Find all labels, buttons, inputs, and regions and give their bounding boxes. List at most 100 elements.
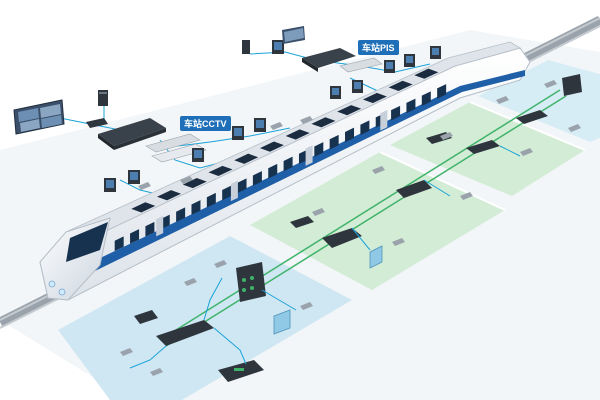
monitor-icon: [404, 54, 415, 67]
roof-solar-panel: [157, 190, 182, 201]
camera-icon: [440, 132, 453, 140]
trackside-devices: [120, 74, 582, 382]
core-switch-icon: [302, 48, 356, 72]
zone-divider: [469, 101, 586, 151]
camera-icon: [270, 122, 283, 130]
roof-solar-panel: [362, 92, 387, 104]
nvr-icon: [134, 310, 158, 324]
train-window: [268, 163, 278, 179]
train-window: [329, 134, 339, 150]
roof-solar-panel: [208, 165, 233, 177]
roof-solar-panel: [182, 177, 207, 189]
camera-icon: [184, 278, 197, 286]
camera-icon: [544, 80, 557, 88]
train-window: [237, 178, 247, 194]
roof-solar-panel: [337, 105, 362, 116]
server-icon: [98, 90, 108, 106]
onboard-switch-icon: [516, 110, 548, 124]
train-window: [252, 171, 262, 186]
display-screen-icon: [369, 245, 383, 269]
camera-icon: [568, 124, 581, 132]
camera-icon: [392, 238, 405, 246]
roof-solar-panel: [414, 68, 439, 79]
coverage-zone-mid-1: [250, 152, 505, 290]
video-wall-icon: [13, 99, 65, 135]
zone-divider: [379, 151, 506, 211]
monitor-icon: [232, 126, 244, 140]
display-screen-icon: [273, 309, 291, 335]
onboard-switch-icon: [396, 180, 432, 198]
nvr-icon: [86, 118, 108, 128]
camera-icon: [138, 182, 151, 190]
train-window: [222, 185, 232, 201]
pis-callout: 车站PIS: [358, 40, 399, 55]
camera-icon: [120, 348, 133, 356]
core-switch-icon: [98, 118, 166, 150]
control-panel-icon: [562, 74, 582, 96]
train-headlight: [48, 280, 56, 288]
monitor-icon: [104, 178, 116, 192]
trackside-cables: [129, 145, 521, 369]
train-window: [406, 98, 416, 114]
train-doors: [156, 109, 388, 237]
camera-icon: [496, 96, 509, 104]
monitor-icon: [272, 40, 284, 54]
train-window: [206, 192, 216, 208]
onboard-switch-icon: [322, 228, 362, 248]
camera-icon: [312, 208, 325, 216]
train-window: [437, 84, 447, 99]
monitor-icon: [254, 118, 266, 132]
camera-icon: [180, 176, 193, 184]
train-door: [230, 180, 238, 202]
roof-solar-panel: [388, 80, 413, 91]
train-window: [360, 120, 370, 135]
train-headlight: [58, 288, 66, 296]
onboard-switch-icon: [466, 140, 500, 154]
train-window: [314, 142, 324, 157]
train-window: [391, 105, 401, 121]
roof-solar-panels: [131, 68, 439, 213]
monitor-icon: [430, 46, 441, 59]
station-equipment: [13, 26, 441, 192]
train-door: [380, 109, 388, 131]
train-window: [176, 207, 186, 223]
camera-icon: [300, 116, 313, 124]
trackside-network-lines: [159, 89, 567, 347]
camera-icon: [300, 302, 313, 310]
patch-panel-icon: [339, 57, 383, 73]
monitor-icon: [192, 148, 204, 162]
train-window: [145, 221, 155, 237]
train-window: [421, 91, 431, 106]
roof-solar-panel: [259, 141, 284, 152]
roof-solar-panel: [131, 202, 156, 213]
train-door: [156, 215, 164, 237]
train-window: [191, 200, 201, 215]
camera-icon: [372, 166, 385, 174]
nvr-icon: [218, 360, 264, 382]
roof-solar-panel: [234, 153, 259, 164]
cctv-callout: 车站CCTV: [180, 116, 231, 131]
train-windshield: [66, 222, 108, 262]
monitor-icon: [330, 86, 341, 99]
monitor-icon: [352, 80, 363, 93]
camera-icon: [214, 260, 227, 268]
camera-icon: [150, 368, 163, 376]
server-icon: [242, 40, 250, 54]
train-window: [283, 156, 293, 172]
onboard-switch-icon: [290, 216, 314, 228]
camera-icon: [460, 192, 473, 200]
train-window: [345, 127, 355, 143]
camera-group: [120, 80, 581, 376]
video-wall-icon: [282, 26, 305, 44]
onboard-switch-icon: [156, 320, 214, 346]
camera-icon: [520, 148, 533, 156]
monitor-icon: [128, 170, 140, 184]
train-window: [114, 236, 124, 252]
train-stripe: [50, 70, 525, 290]
monitor-icon: [384, 60, 395, 73]
train-window: [130, 229, 140, 244]
train-door: [305, 145, 313, 166]
train: [39, 41, 531, 301]
